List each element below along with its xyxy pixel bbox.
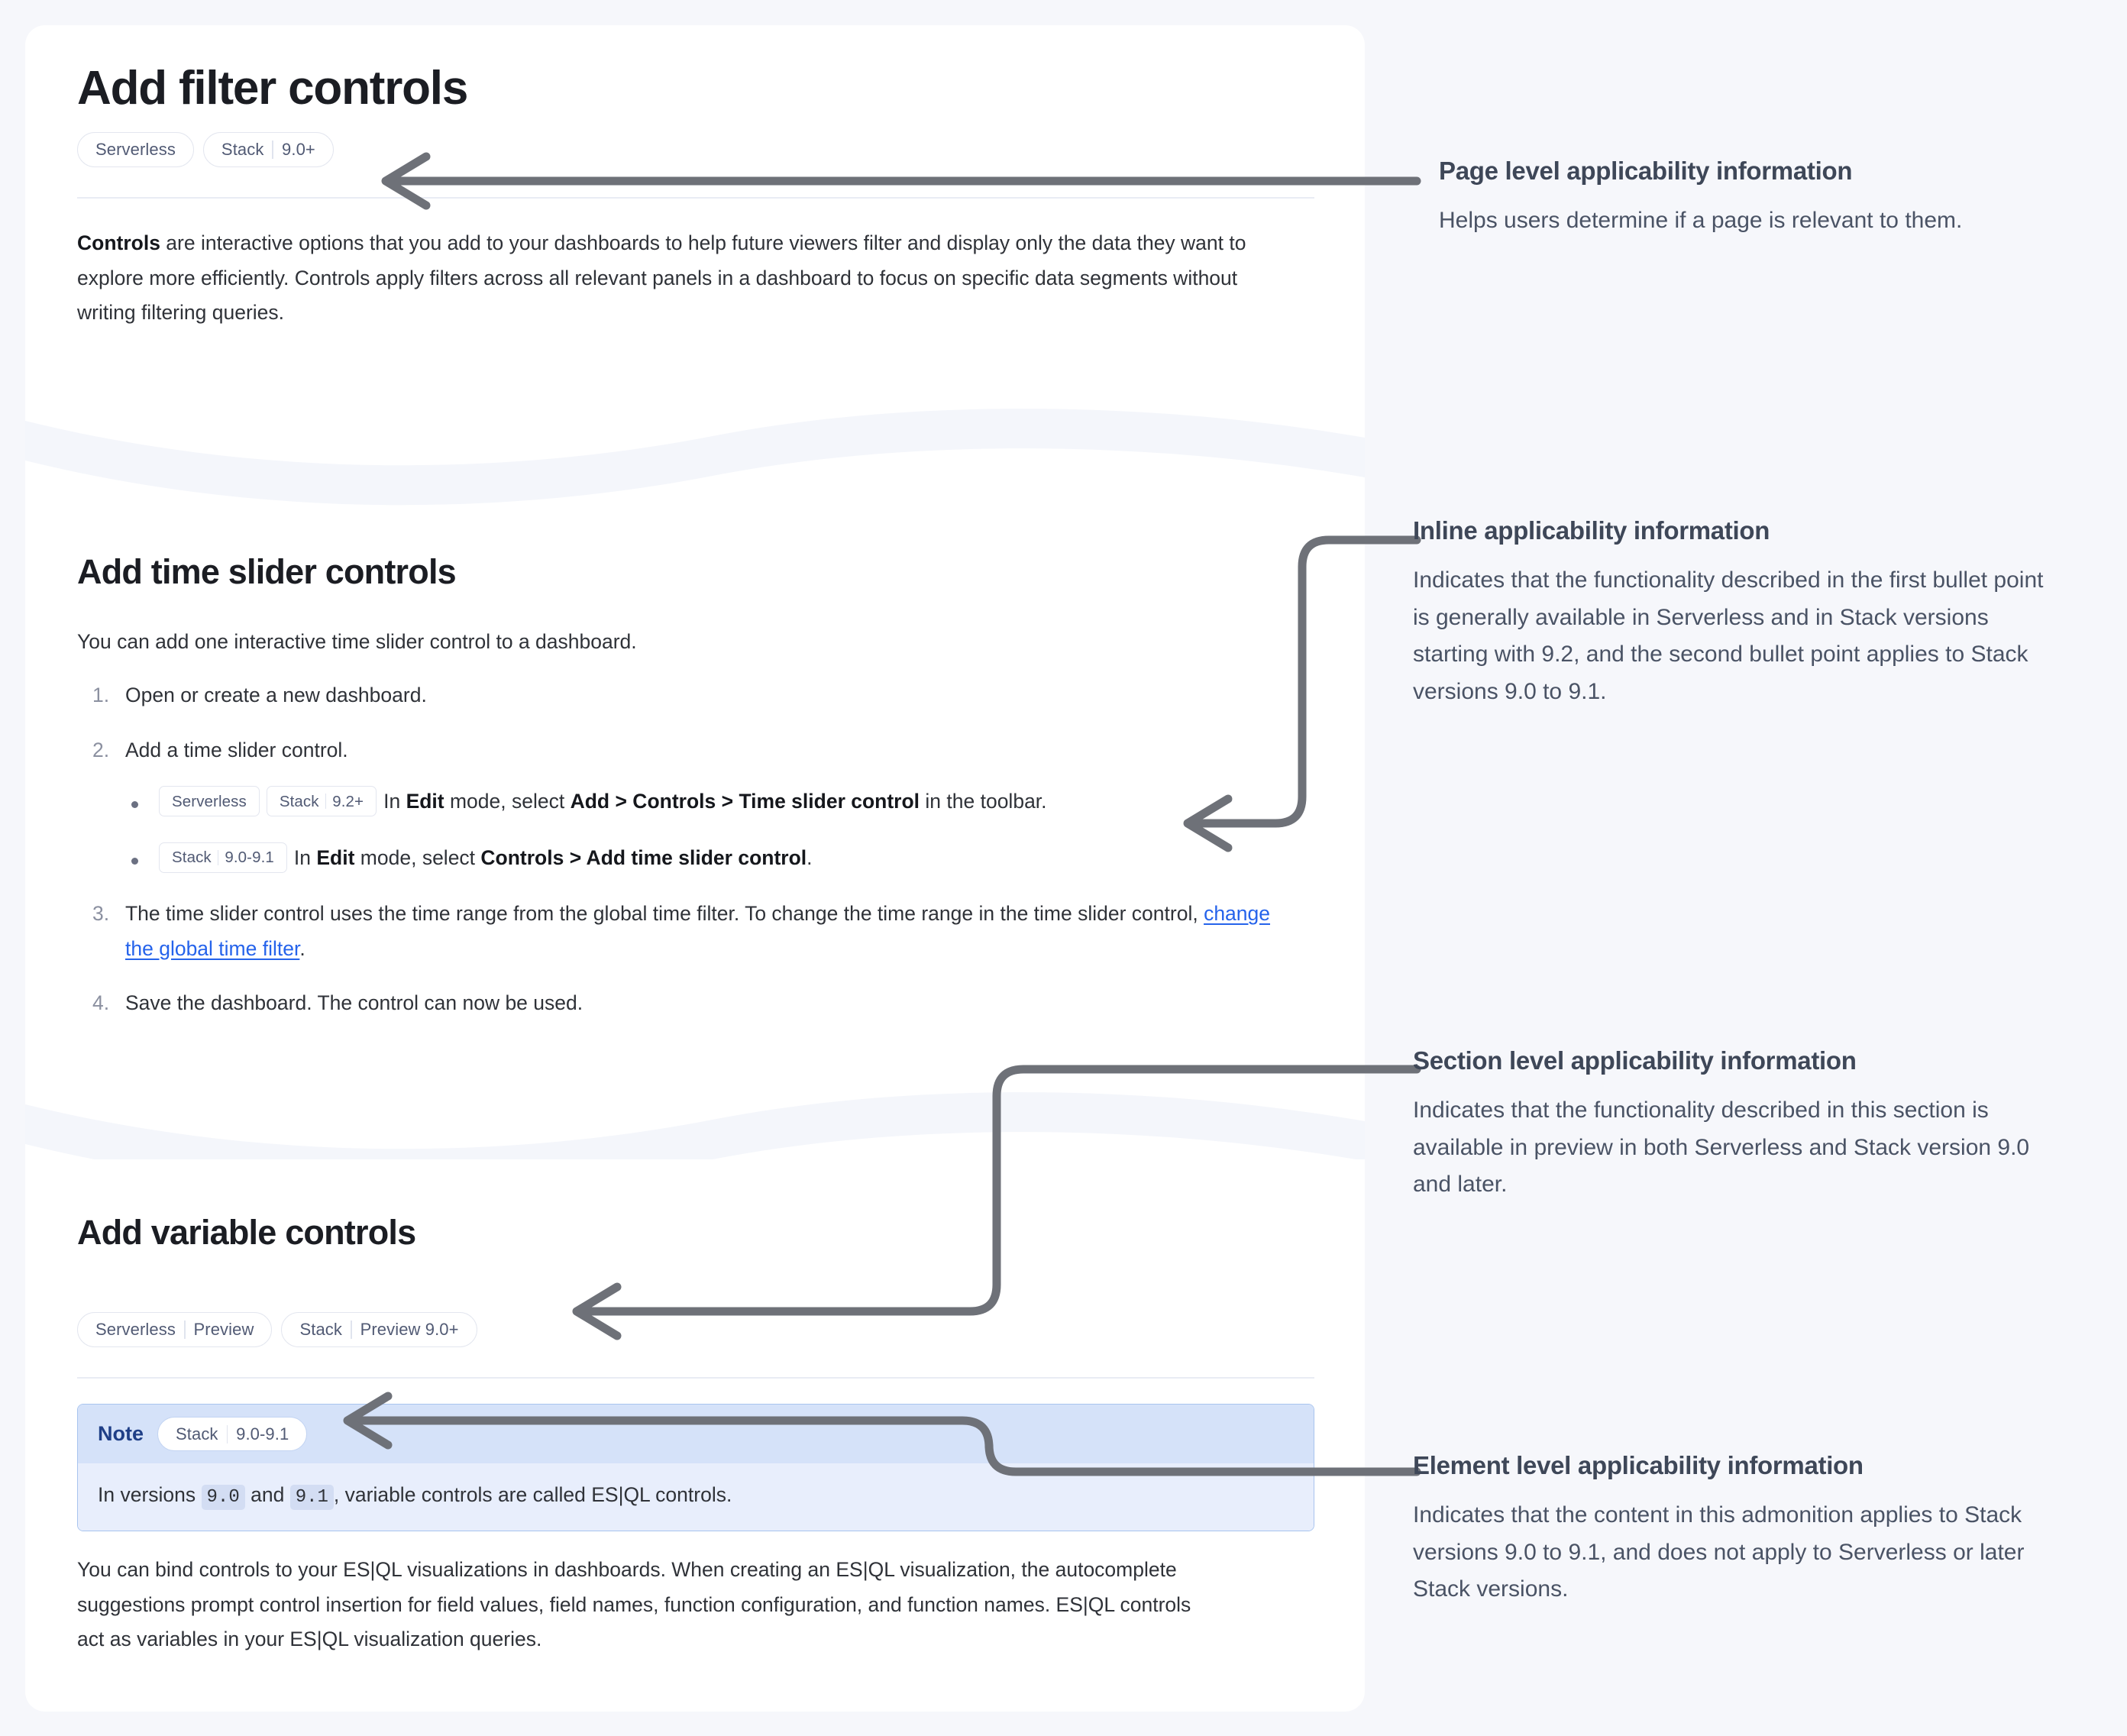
bullet-item: Serverless Stack 9.2+ In Edit mode, sele… bbox=[125, 784, 1299, 820]
step-text: Open or create a new dashboard. bbox=[125, 684, 427, 706]
annotation-body: Indicates that the functionality describ… bbox=[1413, 1098, 2030, 1198]
time-slider-steps: Open or create a new dashboard. Add a ti… bbox=[92, 678, 1299, 1041]
note-header: Note Stack 9.0-9.1 bbox=[78, 1405, 1314, 1463]
document-card: Add filter controls Serverless Stack 9.0… bbox=[25, 25, 1365, 1712]
text-run-bold: Edit bbox=[316, 845, 355, 869]
step-item: Open or create a new dashboard. bbox=[92, 678, 1299, 713]
note-admonition: Note Stack 9.0-9.1 In versions 9.0 and 9… bbox=[77, 1404, 1314, 1531]
badge-stack-preview-90[interactable]: Stack Preview 9.0+ bbox=[281, 1312, 477, 1347]
intro-lead: Controls bbox=[77, 231, 160, 254]
annotation-body: Indicates that the content in this admon… bbox=[1413, 1502, 2025, 1602]
annotation-title: Section level applicability information bbox=[1413, 1046, 1857, 1075]
bullet-text: In Edit mode, select Controls > Add time… bbox=[294, 846, 813, 869]
badge-separator bbox=[217, 849, 219, 865]
badge-segment: Stack bbox=[172, 849, 212, 867]
page-title: Add filter controls bbox=[77, 62, 468, 115]
note-label: Note bbox=[98, 1422, 144, 1445]
badge-separator bbox=[226, 1424, 228, 1443]
badge-segment: Serverless bbox=[95, 1320, 176, 1339]
step-text-tail: . bbox=[299, 936, 305, 960]
inline-badge-stack-92[interactable]: Stack 9.2+ bbox=[266, 786, 377, 817]
inline-badge-stack-90-91[interactable]: Stack 9.0-9.1 bbox=[159, 842, 287, 873]
badge-separator bbox=[351, 1321, 352, 1339]
step-text: Add a time slider control. bbox=[125, 738, 348, 761]
code-version-91: 9.1 bbox=[289, 1485, 334, 1510]
annotation-page-level: Page level applicability information Hel… bbox=[1439, 157, 2096, 240]
annotation-element-level: Element level applicability information … bbox=[1413, 1451, 2070, 1608]
text-run-bold: Controls > Add time slider control bbox=[480, 845, 807, 869]
badge-segment: Stack bbox=[279, 792, 319, 810]
bullet-item: Stack 9.0-9.1 In Edit mode, select Contr… bbox=[125, 841, 1299, 876]
badge-segment: 9.0-9.1 bbox=[225, 849, 274, 867]
text-run: mode, select bbox=[444, 790, 571, 813]
intro-paragraph: Controls are interactive options that yo… bbox=[77, 226, 1299, 331]
badge-segment: Preview bbox=[193, 1320, 254, 1339]
text-run: , variable controls are called ES|QL con… bbox=[333, 1483, 732, 1506]
global-time-filter-link[interactable]: change the global time filter bbox=[125, 902, 1271, 960]
text-run: mode, select bbox=[354, 845, 481, 869]
badge-separator bbox=[183, 1321, 186, 1339]
page-applicability-badges: Serverless Stack 9.0+ bbox=[77, 132, 334, 167]
badge-segment: Stack bbox=[221, 140, 264, 159]
section-divider bbox=[77, 1377, 1314, 1379]
inline-badge-serverless[interactable]: Serverless bbox=[159, 786, 260, 817]
text-run: In bbox=[293, 845, 317, 869]
section-title-time-slider: Add time slider controls bbox=[77, 552, 457, 591]
step-item: The time slider control uses the time ra… bbox=[92, 897, 1272, 966]
code-version-90: 9.0 bbox=[201, 1485, 245, 1510]
annotation-inline: Inline applicability information Indicat… bbox=[1413, 516, 2070, 710]
badge-segment: Preview 9.0+ bbox=[360, 1320, 459, 1339]
badge-segment: Serverless bbox=[95, 140, 176, 159]
annotation-body: Indicates that the functionality describ… bbox=[1413, 567, 2044, 704]
text-run: in the toolbar. bbox=[920, 790, 1047, 813]
note-body: In versions 9.0 and 9.1, variable contro… bbox=[78, 1463, 1314, 1531]
annotation-section-level: Section level applicability information … bbox=[1413, 1046, 2070, 1204]
badge-stack-version[interactable]: Stack 9.0+ bbox=[202, 132, 334, 167]
note-badge-stack-90-91[interactable]: Stack 9.0-9.1 bbox=[157, 1417, 308, 1451]
section-intro-time-slider: You can add one interactive time slider … bbox=[77, 630, 637, 653]
badge-segment: Stack bbox=[299, 1320, 342, 1339]
badge-separator bbox=[325, 794, 327, 810]
text-run-bold: Add > Controls > Time slider control bbox=[570, 790, 920, 813]
text-run: In versions bbox=[98, 1483, 202, 1506]
text-run: and bbox=[244, 1483, 290, 1506]
badge-separator bbox=[272, 141, 274, 159]
step-text: The time slider control uses the time ra… bbox=[125, 902, 1204, 926]
annotation-title: Page level applicability information bbox=[1439, 157, 1853, 185]
badge-segment: Stack bbox=[176, 1424, 218, 1443]
badge-segment: 9.0+ bbox=[282, 140, 315, 159]
intro-rest: are interactive options that you add to … bbox=[77, 231, 1246, 325]
step-item: Save the dashboard. The control can now … bbox=[92, 986, 1299, 1021]
annotation-body: Helps users determine if a page is relev… bbox=[1439, 208, 1963, 233]
annotation-title: Element level applicability information bbox=[1413, 1451, 1864, 1479]
badge-segment: Serverless bbox=[172, 792, 247, 810]
title-divider bbox=[77, 197, 1314, 199]
text-run: . bbox=[807, 845, 813, 869]
badge-serverless[interactable]: Serverless bbox=[77, 132, 194, 167]
section-applicability-badges: Serverless Preview Stack Preview 9.0+ bbox=[77, 1312, 477, 1347]
step-sub-bullets: Serverless Stack 9.2+ In Edit mode, sele… bbox=[125, 784, 1299, 875]
text-run: In bbox=[383, 790, 406, 813]
step-item: Add a time slider control. Serverless St… bbox=[92, 733, 1299, 876]
badge-serverless-preview[interactable]: Serverless Preview bbox=[77, 1312, 273, 1347]
section-title-variable: Add variable controls bbox=[77, 1213, 416, 1252]
badge-segment: 9.2+ bbox=[332, 792, 364, 810]
annotation-title: Inline applicability information bbox=[1413, 516, 1770, 545]
bullet-text: In Edit mode, select Add > Controls > Ti… bbox=[383, 790, 1046, 813]
text-run-bold: Edit bbox=[406, 790, 444, 813]
variable-controls-paragraph: You can bind controls to your ES|QL visu… bbox=[77, 1558, 1191, 1651]
step-text: Save the dashboard. The control can now … bbox=[125, 991, 583, 1015]
wave-divider-2 bbox=[25, 1092, 1365, 1159]
wave-divider-1 bbox=[25, 409, 1365, 506]
badge-segment: 9.0-9.1 bbox=[236, 1424, 289, 1443]
